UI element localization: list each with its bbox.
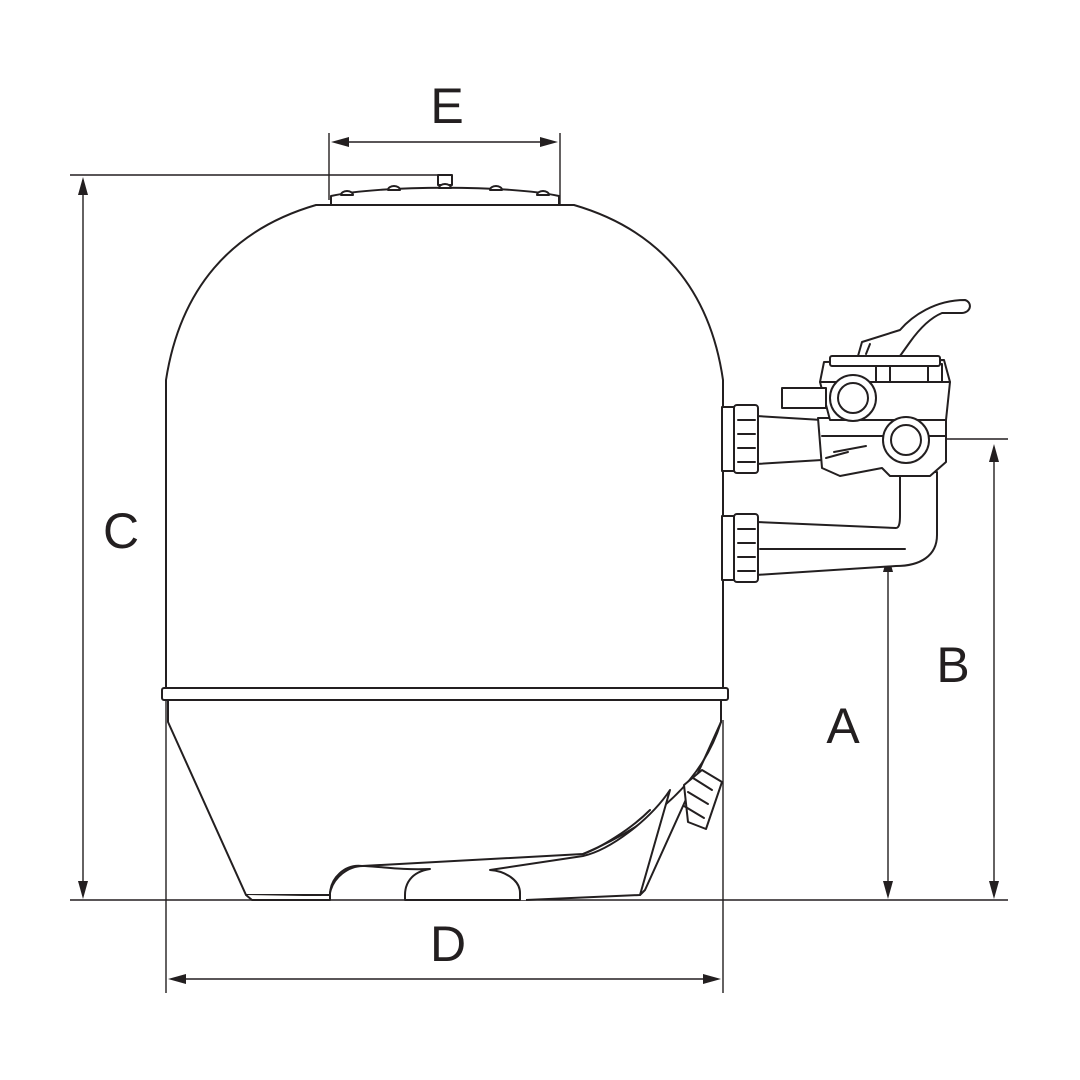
dimension-c: [70, 174, 450, 899]
tank: [161, 174, 729, 901]
valve-assembly: [721, 299, 971, 583]
dimension-e: [328, 133, 561, 205]
drain-fitting: [683, 769, 723, 830]
dimension-label-a: A: [826, 698, 860, 754]
dimension-label-b: B: [936, 637, 970, 693]
dimension-d: [165, 700, 724, 993]
dimension-label-d: D: [429, 916, 467, 972]
lid-bolts: [340, 183, 550, 196]
dimension-label-c: C: [102, 503, 140, 559]
dimension-b: [760, 438, 1008, 899]
dimension-label-e: E: [430, 78, 464, 134]
